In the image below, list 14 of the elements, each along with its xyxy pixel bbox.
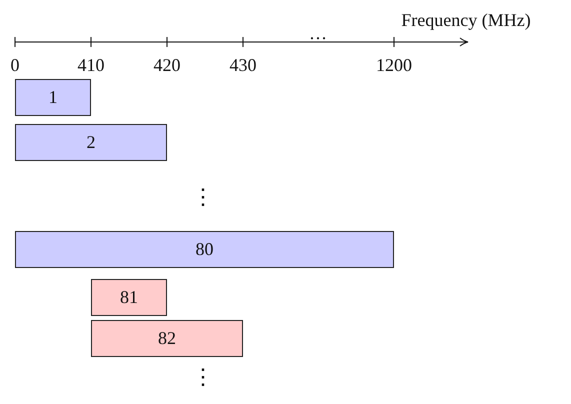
tick-label: 0 bbox=[10, 56, 20, 74]
axis-title: Frequency (MHz) bbox=[401, 11, 531, 29]
frequency-band-bar: 80 bbox=[15, 231, 394, 268]
tick-label: 1200 bbox=[376, 56, 412, 74]
vertical-ellipsis: ⋮ bbox=[192, 366, 214, 388]
frequency-band-bar: 2 bbox=[15, 124, 167, 161]
frequency-band-bar: 81 bbox=[91, 279, 167, 316]
tick-label: 430 bbox=[230, 56, 256, 74]
tick-label: 420 bbox=[154, 56, 180, 74]
vertical-ellipsis: ⋮ bbox=[192, 186, 214, 208]
frequency-band-bar: 82 bbox=[91, 320, 243, 357]
frequency-band-bar: 1 bbox=[15, 79, 91, 116]
ellipsis: … bbox=[309, 24, 327, 42]
tick-label: 410 bbox=[78, 56, 104, 74]
